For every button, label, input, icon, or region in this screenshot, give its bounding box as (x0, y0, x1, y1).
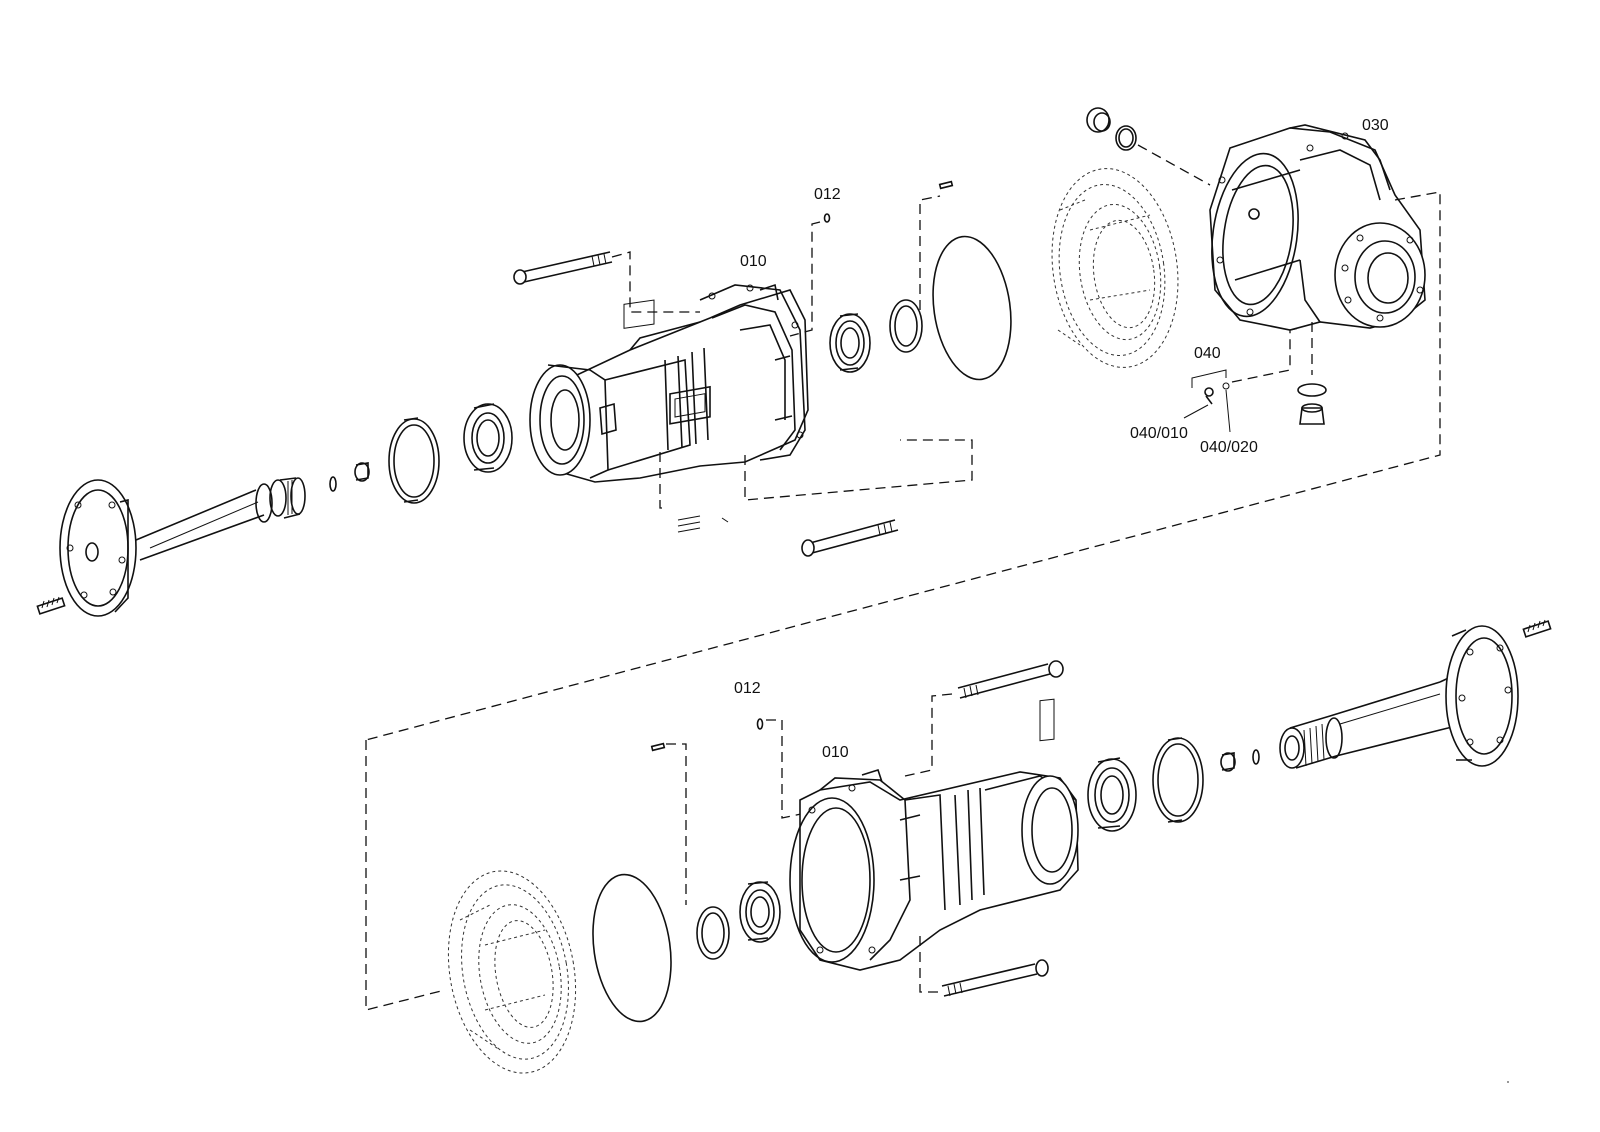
top-o-ring (932, 235, 1012, 381)
label-right-housing: 030 (1362, 117, 1389, 134)
bottom-right-stud (1522, 619, 1552, 638)
label-top-pin: 012 (814, 186, 841, 203)
top-left-stud (36, 596, 66, 615)
right-differential-housing (1209, 124, 1426, 331)
bottom-bearing-left (739, 881, 781, 943)
bottom-pin-012 (650, 718, 821, 905)
right-cap-and-ring (1086, 107, 1211, 186)
label-bottom-pin: 012 (734, 680, 761, 697)
label-breather-part-b: 040/020 (1200, 439, 1258, 456)
bottom-o-ring (592, 873, 672, 1023)
breather-assembly (1183, 327, 1301, 433)
bottom-spacer-ring (696, 906, 730, 960)
top-axle-housing (529, 283, 809, 483)
bottom-bearing-right (1087, 757, 1137, 832)
top-output-flange-shaft (59, 477, 306, 617)
top-long-bolt-lower (744, 439, 973, 557)
top-pin-012 (789, 213, 831, 337)
top-ring-gear-phantom (1051, 168, 1179, 368)
corner-mark (1507, 1081, 1509, 1083)
top-nameplate (659, 385, 729, 533)
label-breather-part-a: 040/010 (1130, 425, 1188, 442)
bottom-output-flange-shaft (1279, 625, 1519, 769)
top-snap-ring (329, 462, 370, 492)
top-bearing-right (829, 313, 871, 373)
top-seal-ring (388, 417, 440, 504)
right-drain-plug (1297, 322, 1327, 425)
bottom-ring-gear-phantom (447, 870, 577, 1074)
label-top-housing: 010 (740, 253, 767, 270)
top-long-bolt-upper (513, 251, 700, 313)
bottom-snap-ring (1220, 749, 1260, 772)
bottom-long-bolt-upper (904, 660, 1064, 777)
top-bearing-left (463, 403, 513, 473)
label-breather-group: 040 (1194, 345, 1221, 362)
bottom-seal-ring (1152, 737, 1204, 823)
assembly-connection-leader (365, 191, 1441, 1011)
label-bottom-housing: 010 (822, 744, 849, 761)
top-spacer-ring (889, 180, 954, 353)
bottom-axle-housing (789, 698, 1079, 971)
bottom-long-bolt-lower (919, 930, 1049, 997)
